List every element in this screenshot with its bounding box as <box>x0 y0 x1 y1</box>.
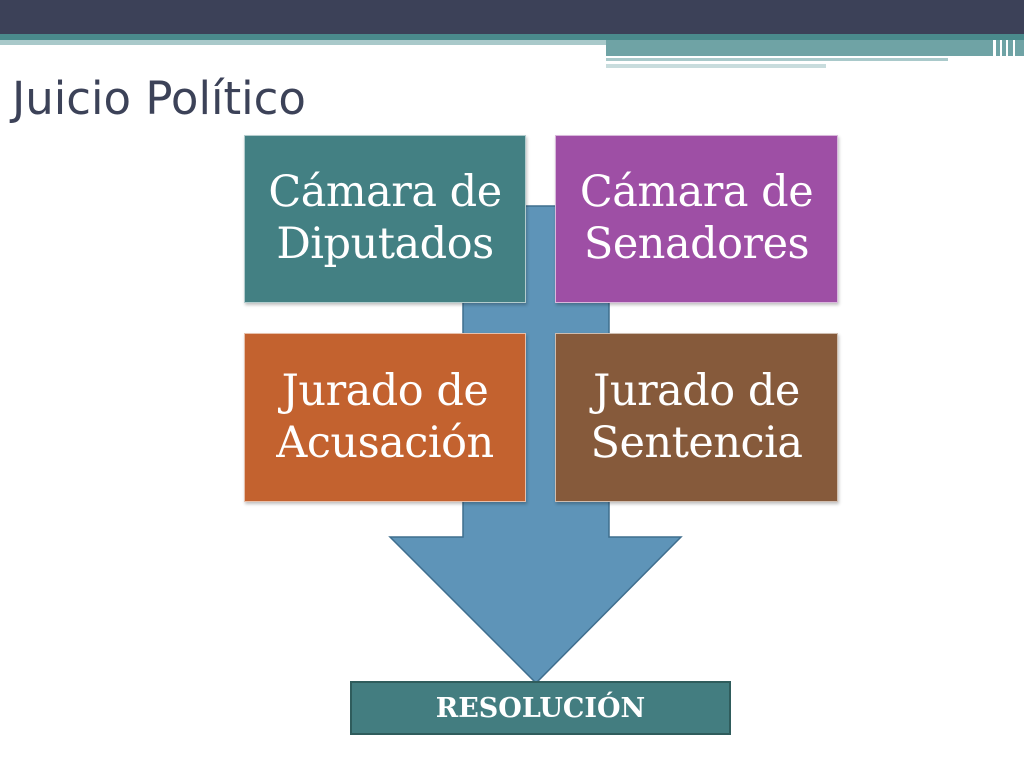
box-label-line: Sentencia <box>590 417 804 468</box>
box-jurado-acusacion: Jurado de Acusación <box>244 333 526 502</box>
header-accent-lines <box>0 40 1024 70</box>
header-teal-band <box>0 34 1024 40</box>
header-decoration <box>0 0 1024 40</box>
box-label-line: Jurado de <box>593 365 800 416</box>
header-dark-band <box>0 0 1024 34</box>
box-label-line: Cámara de <box>268 167 502 218</box>
box-label-line: Acusación <box>276 417 494 468</box>
box-label-line: Senadores <box>583 219 810 269</box>
box-label-line: Jurado de <box>281 365 489 416</box>
box-camara-senadores: Cámara de Senadores <box>555 135 838 303</box>
box-label-line: Cámara de <box>579 167 814 218</box>
box-label-line: Diputados <box>276 219 494 269</box>
resolution-box: RESOLUCIÓN <box>350 681 731 735</box>
slide-title: Juicio Político <box>12 72 306 125</box>
box-camara-diputados: Cámara de Diputados <box>244 135 526 303</box>
box-jurado-sentencia: Jurado de Sentencia <box>555 333 838 502</box>
